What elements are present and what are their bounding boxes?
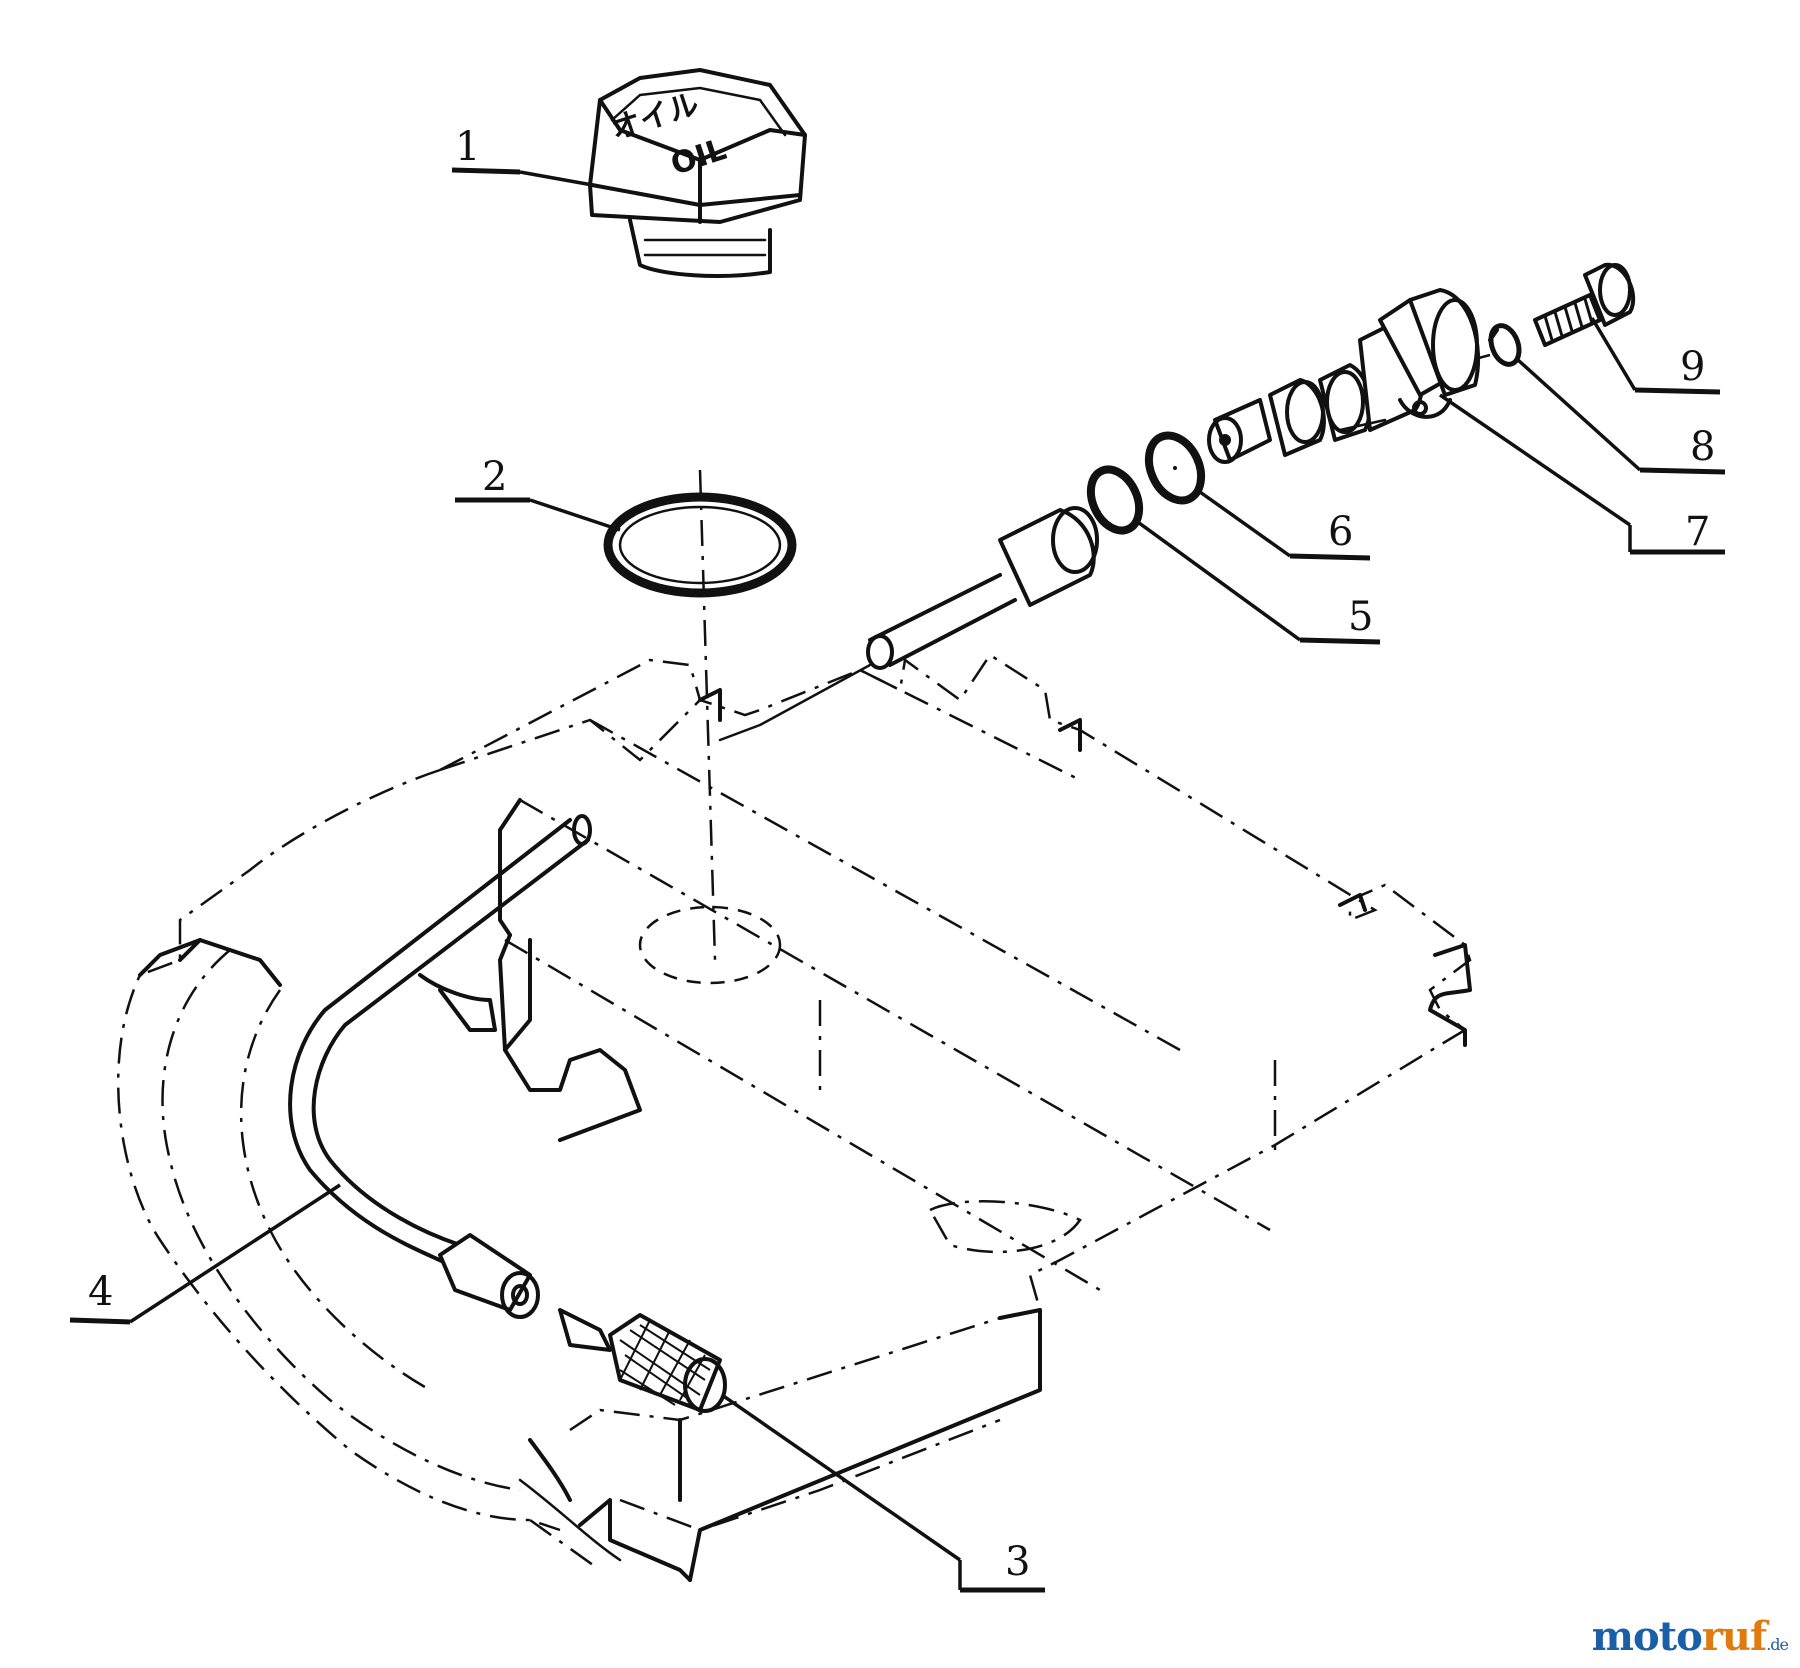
callout-label-6: 6 — [1328, 509, 1353, 555]
callout-4: 4 — [69, 1183, 341, 1325]
oil-tank-housing — [117, 653, 1472, 1572]
callout-label-3: 3 — [1005, 1539, 1030, 1585]
callout-3: 3 — [721, 1393, 1045, 1593]
callout-2: 2 — [455, 454, 621, 532]
callout-label-8: 8 — [1690, 424, 1715, 470]
ring-5 — [1086, 465, 1144, 535]
filter-knurl — [619, 1319, 711, 1406]
callout-6: 6 — [1198, 490, 1371, 561]
cap-center-axis — [698, 469, 717, 961]
ring-6 — [1144, 431, 1206, 505]
callout-label-9: 9 — [1680, 344, 1705, 390]
valve-body — [1207, 288, 1480, 464]
watermark-tld: .de — [1766, 1635, 1789, 1654]
oil-cap: オイル OIL — [588, 68, 807, 278]
outlet-tube-fitting — [718, 506, 1099, 742]
oil-hose — [288, 814, 592, 1267]
callout-label-5: 5 — [1348, 594, 1373, 640]
watermark-part1: moto — [1591, 1613, 1703, 1660]
watermark-part2: ruf — [1701, 1613, 1767, 1660]
callout-label-4: 4 — [88, 1269, 113, 1315]
callout-8: 8 — [1516, 358, 1726, 475]
callout-label-1: 1 — [455, 124, 480, 170]
oil-tank-front-faces — [138, 688, 1472, 1582]
callout-9: 9 — [1590, 317, 1721, 395]
callout-7: 7 — [1439, 393, 1725, 555]
washer-clip — [1488, 323, 1522, 367]
oil-filter — [438, 1233, 727, 1413]
o-ring — [603, 492, 797, 598]
motoruf-watermark-logo: motoruf.de — [1591, 1613, 1789, 1660]
callout-1: 1 — [451, 124, 599, 188]
callout-label-7: 7 — [1685, 509, 1710, 555]
callout-5: 5 — [1133, 518, 1381, 645]
callout-label-2: 2 — [482, 454, 507, 500]
screw — [1533, 262, 1636, 347]
